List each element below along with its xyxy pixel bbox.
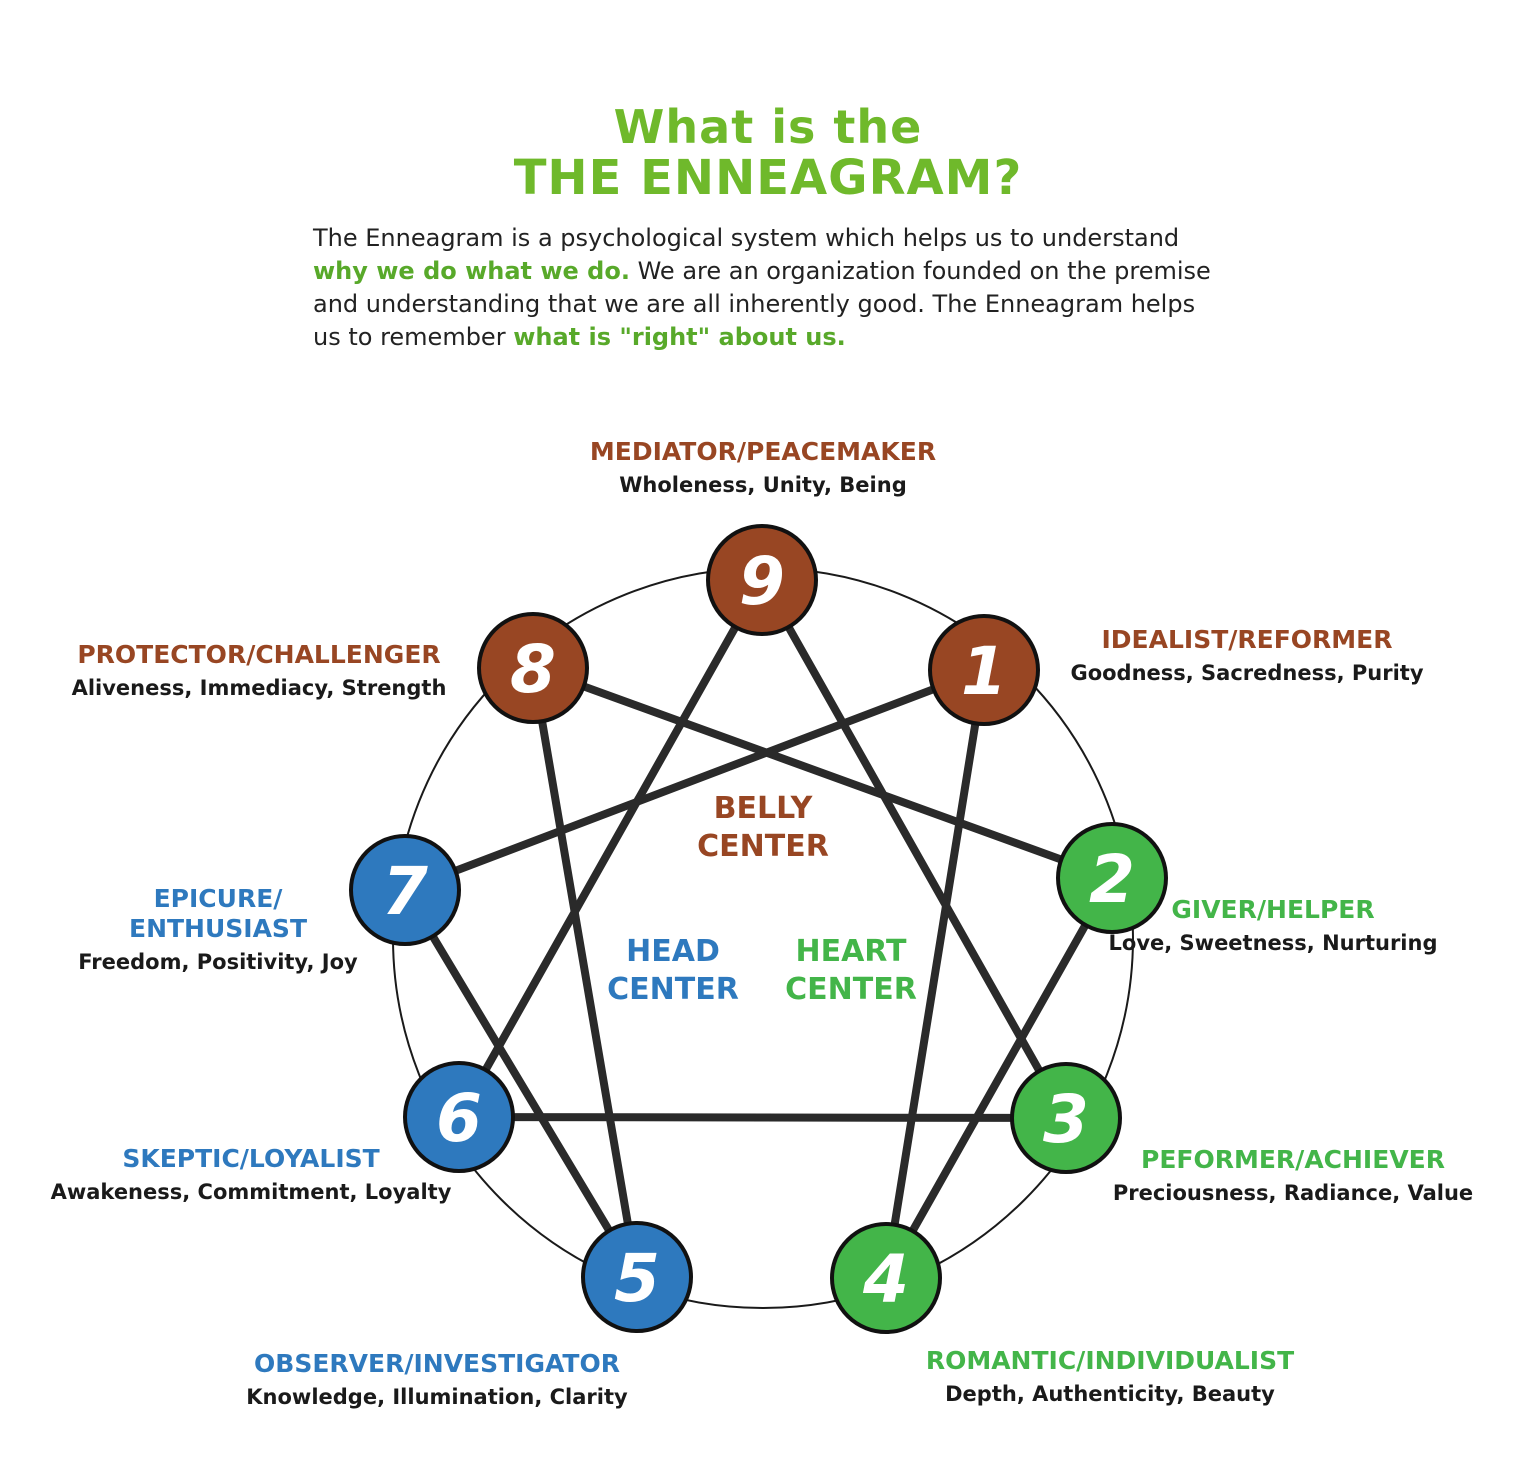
type-7-circle	[349, 834, 461, 946]
type-7-role-line-2: ENTHUSIAST	[129, 914, 307, 943]
type-7-values: Freedom, Positivity, Joy	[78, 950, 358, 974]
type-1-number: 1	[961, 633, 1007, 710]
type-3-circle	[1010, 1062, 1122, 1174]
intro-line-4-start: us to remember	[313, 323, 514, 351]
line-5-8	[529, 664, 641, 1281]
type-8-role: PROTECTOR/CHALLENGER	[77, 640, 441, 669]
type-8-node: 8	[477, 612, 589, 724]
type-6-label: SKEPTIC/LOYALIST Awakeness, Commitment, …	[21, 1144, 481, 1205]
line-8-2	[529, 664, 1116, 882]
type-7-number: 7	[382, 853, 428, 930]
type-7-label: EPICURE/ ENTHUSIAST Freedom, Positivity,…	[0, 884, 448, 975]
type-4-circle	[830, 1222, 942, 1334]
intro-highlight-right: what is "right" about us.	[513, 323, 846, 351]
type-2-values: Love, Sweetness, Nurturing	[1108, 931, 1438, 955]
intro-line-3: and understanding that we are all inhere…	[313, 290, 1196, 318]
type-4-node: 4	[830, 1222, 942, 1334]
type-9-role: MEDIATOR/PEACEMAKER	[589, 437, 937, 466]
type-5-circle	[581, 1221, 693, 1333]
belly-center-line-2: CENTER	[697, 828, 829, 864]
type-5-label: OBSERVER/INVESTIGATOR Knowledge, Illumin…	[207, 1349, 667, 1410]
type-3-values: Preciousness, Radiance, Value	[1112, 1181, 1474, 1205]
type-1-values: Goodness, Sacredness, Purity	[1070, 661, 1424, 685]
type-6-node: 6	[403, 1061, 515, 1173]
type-1-circle	[928, 614, 1040, 726]
type-9-values: Wholeness, Unity, Being	[619, 473, 907, 497]
type-6-number: 6	[436, 1080, 482, 1157]
type-6-values: Awakeness, Commitment, Loyalty	[50, 1180, 452, 1204]
type-9-circle	[706, 524, 818, 636]
type-5-number: 5	[614, 1240, 660, 1317]
type-9-number: 9	[739, 543, 785, 620]
heart-center-line-2: CENTER	[785, 971, 917, 1007]
type-4-number: 4	[862, 1241, 909, 1318]
title-line-2: THE ENNEAGRAM?	[513, 150, 1023, 206]
type-1-role: IDEALIST/REFORMER	[1101, 625, 1393, 654]
head-center-line-1: HEAD	[626, 934, 720, 969]
line-1-7	[401, 666, 988, 894]
type-1-label: IDEALIST/REFORMER Goodness, Sacredness, …	[1017, 625, 1477, 686]
intro-line-2-rest: We are an organization founded on the pr…	[629, 257, 1211, 285]
head-center-label: HEAD CENTER	[563, 933, 783, 1008]
line-3-6	[455, 1113, 1070, 1122]
line-7-5	[401, 886, 641, 1281]
type-3-label: PEFORMER/ACHIEVER Preciousness, Radiance…	[1063, 1145, 1523, 1206]
intro-line-4: us to remember what is "right" about us.	[313, 321, 1313, 354]
type-4-role: ROMANTIC/INDIVIDUALIST	[925, 1346, 1295, 1375]
title-line-1: What is the	[613, 100, 923, 154]
line-2-4	[882, 874, 1116, 1282]
type-2-node: 2	[1056, 822, 1168, 934]
type-2-circle	[1056, 822, 1168, 934]
type-1-node: 1	[928, 614, 1040, 726]
type-8-circle	[477, 612, 589, 724]
intro-highlight-why: why we do what we do.	[313, 257, 630, 285]
type-3-role: PEFORMER/ACHIEVER	[1141, 1145, 1445, 1174]
type-3-node: 3	[1010, 1062, 1122, 1174]
head-center-line-2: CENTER	[607, 971, 739, 1007]
type-2-number: 2	[1089, 841, 1135, 918]
belly-center-label: BELLY CENTER	[653, 790, 873, 865]
type-8-label: PROTECTOR/CHALLENGER Aliveness, Immediac…	[29, 640, 489, 701]
line-4-1	[882, 666, 988, 1282]
type-9-node: 9	[706, 524, 818, 636]
intro-line-2: why we do what we do. We are an organiza…	[313, 255, 1313, 288]
type-7-node: 7	[349, 834, 461, 946]
type-4-label: ROMANTIC/INDIVIDUALIST Depth, Authentici…	[880, 1346, 1340, 1407]
type-8-number: 8	[510, 631, 556, 708]
type-2-role: GIVER/HELPER	[1171, 895, 1375, 924]
line-9-3	[758, 576, 1070, 1122]
line-6-9	[455, 576, 766, 1121]
type-2-label: GIVER/HELPER Love, Sweetness, Nurturing	[1053, 895, 1493, 956]
type-7-role-line-1: EPICURE/	[153, 884, 283, 913]
type-3-number: 3	[1043, 1081, 1089, 1158]
type-5-values: Knowledge, Illumination, Clarity	[246, 1385, 628, 1409]
heart-center-line-1: HEART	[795, 934, 907, 969]
type-6-circle	[403, 1061, 515, 1173]
intro-line-1: The Enneagram is a psychological system …	[313, 224, 1180, 252]
type-9-label: MEDIATOR/PEACEMAKER Wholeness, Unity, Be…	[533, 437, 993, 498]
type-5-role: OBSERVER/INVESTIGATOR	[254, 1349, 620, 1378]
belly-center-line-1: BELLY	[713, 791, 813, 826]
type-5-node: 5	[581, 1221, 693, 1333]
heart-center-label: HEART CENTER	[741, 933, 961, 1008]
type-6-role: SKEPTIC/LOYALIST	[122, 1144, 380, 1173]
type-nodes: 9 1 2 3 4 5 6 7 8	[349, 524, 1168, 1334]
type-4-values: Depth, Authenticity, Beauty	[945, 1382, 1275, 1406]
connecting-lines	[401, 576, 1116, 1282]
type-8-values: Aliveness, Immediacy, Strength	[71, 676, 447, 700]
